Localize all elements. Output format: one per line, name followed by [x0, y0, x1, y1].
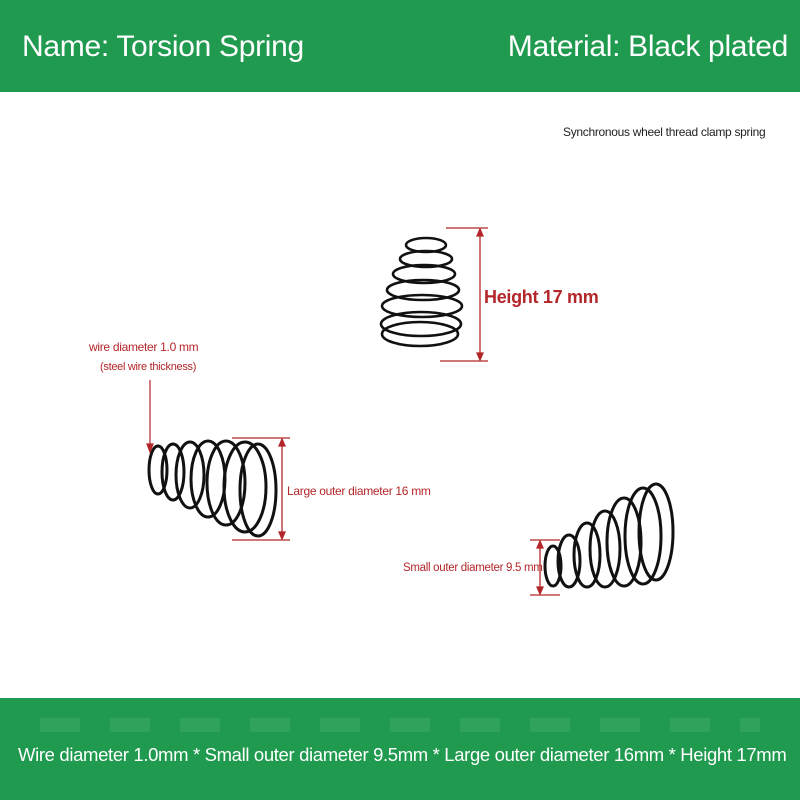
wire-thickness-note: (steel wire thickness) [100, 361, 197, 373]
product-material: Material: Black plated [507, 30, 789, 63]
header-banner: Name: Torsion Spring Material: Black pla… [0, 0, 800, 92]
faint-background-pattern [40, 718, 760, 732]
wire-diameter-marker [146, 380, 154, 454]
spring-tilted-image [543, 482, 675, 589]
spring-lying-image [147, 439, 278, 538]
height-label: Height 17 mm [484, 287, 599, 307]
product-name: Name: Torsion Spring [22, 30, 304, 63]
large-outer-diameter-label: Large outer diameter 16 mm [287, 484, 431, 498]
small-diameter-dimension-marker [530, 539, 560, 596]
product-caption: Synchronous wheel thread clamp spring [563, 125, 766, 139]
footer-banner: Wire diameter 1.0mm * Small outer diamet… [0, 698, 800, 800]
spring-upright-image [379, 236, 464, 348]
wire-diameter-label: wire diameter 1.0 mm [89, 340, 199, 354]
small-outer-diameter-label: Small outer diameter 9.5 mm [403, 562, 543, 574]
height-dimension-marker [440, 227, 488, 362]
spec-summary: Wire diameter 1.0mm * Small outer diamet… [18, 744, 787, 765]
large-diameter-dimension-marker [232, 437, 290, 541]
